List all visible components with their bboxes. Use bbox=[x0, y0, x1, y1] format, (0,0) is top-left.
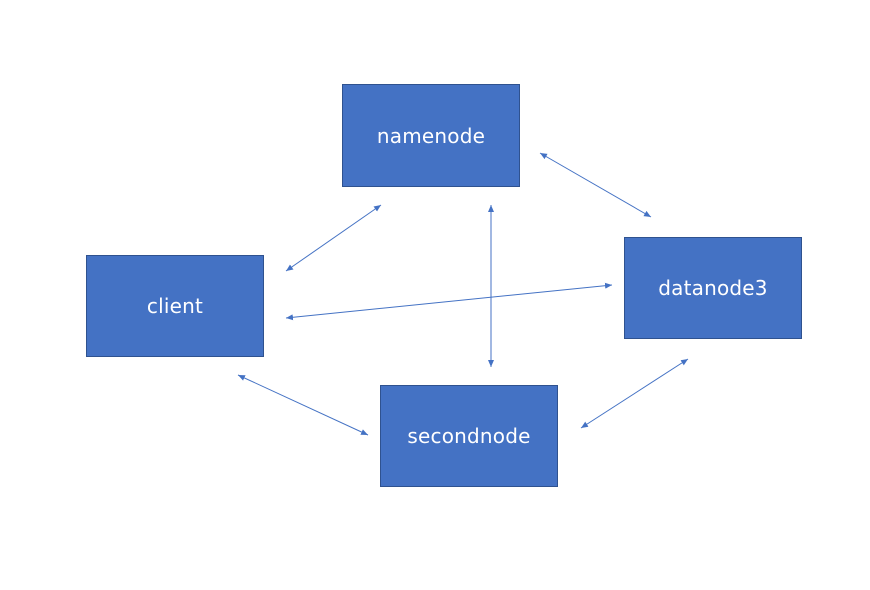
namenode-label: namenode bbox=[376, 123, 486, 148]
secondnode-label: secondnode bbox=[407, 424, 531, 448]
datanode3-box: datanode3 bbox=[624, 237, 802, 339]
connector-namenode-datanode3 bbox=[539, 152, 652, 218]
secondnode-box: secondnode bbox=[380, 385, 558, 487]
namenode-box: namenode bbox=[342, 84, 520, 187]
connector-secondnode-datanode3 bbox=[580, 358, 689, 429]
connector-client-namenode bbox=[285, 204, 382, 272]
connector-client-datanode3 bbox=[285, 282, 613, 321]
connector-client-secondnode bbox=[237, 374, 369, 436]
client-box: client bbox=[86, 255, 264, 357]
datanode3-label: datanode3 bbox=[658, 276, 768, 300]
client-label: client bbox=[146, 294, 204, 318]
